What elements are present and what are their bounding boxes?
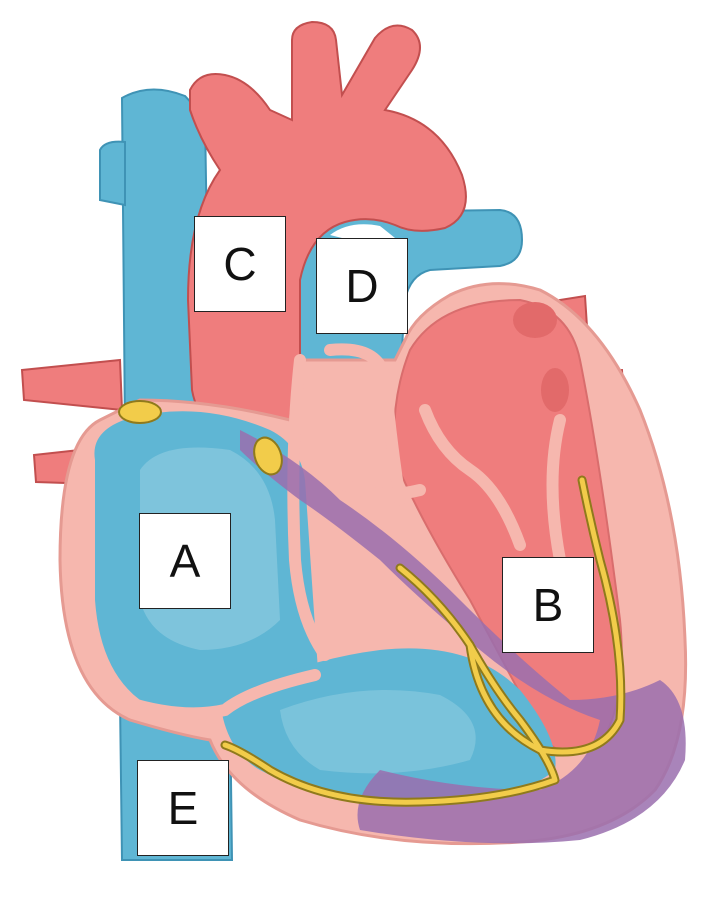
- purkinje-fibers-fill: [222, 477, 624, 805]
- label-b: B: [502, 557, 594, 653]
- label-c: C: [194, 216, 286, 312]
- av-node: [253, 436, 283, 476]
- right-chamber: [94, 411, 556, 806]
- aorta: [186, 20, 467, 442]
- septum: [114, 343, 566, 720]
- sa-node: [118, 400, 162, 424]
- superior-vena-cava: [99, 88, 212, 431]
- label-a: A: [139, 513, 231, 609]
- label-e: E: [137, 760, 229, 856]
- conduction-bundle: [240, 430, 686, 844]
- label-d: D: [316, 238, 408, 334]
